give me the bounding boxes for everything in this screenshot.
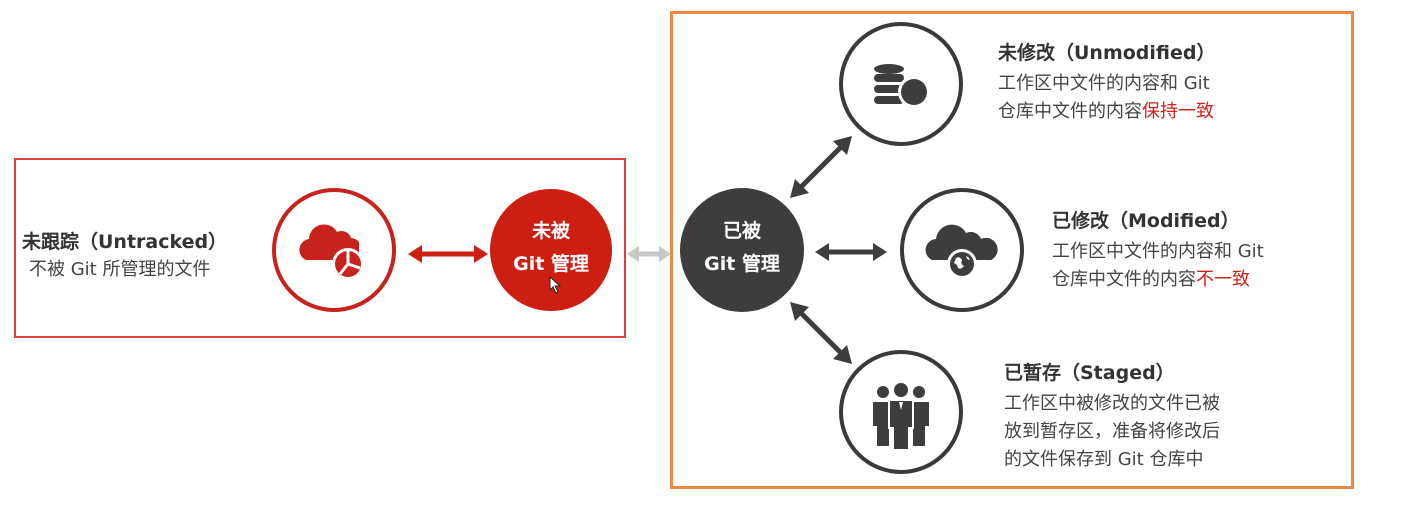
modified-highlight: 不一致 (1196, 269, 1250, 290)
managed-circle[interactable]: 已被 Git 管理 (680, 188, 804, 312)
arrow-to-unmodified (790, 136, 852, 198)
arrow-to-modified (815, 243, 887, 261)
modified-icon-circle (900, 188, 1024, 312)
not-managed-line1: 未被 (531, 220, 570, 242)
untracked-icon-circle (272, 188, 396, 312)
people-group-icon (873, 383, 929, 451)
modified-desc-line1: 工作区中文件的内容和 Git (1052, 241, 1264, 262)
managed-line1: 已被 (722, 220, 761, 242)
untracked-desc: 不被 Git 所管理的文件 (29, 259, 211, 280)
gray-double-arrow (627, 246, 671, 262)
staged-title: 已暂存（Staged） (1004, 362, 1175, 384)
cloud-globe-icon (925, 224, 998, 279)
cloud-chart-icon (299, 224, 364, 280)
unmodified-highlight: 保持一致 (1142, 101, 1214, 122)
staged-icon-circle (839, 350, 963, 474)
not-managed-line2: Git 管理 (513, 253, 589, 275)
arrow-to-staged (790, 302, 852, 364)
unmodified-title: 未修改（Unmodified） (998, 42, 1216, 64)
untracked-group-box (14, 158, 626, 338)
staged-desc-line2: 放到暂存区，准备将修改后 (1004, 421, 1220, 442)
untracked-title: 未跟踪（Untracked） (22, 231, 228, 253)
unmodified-desc-line1: 工作区中文件的内容和 Git (998, 73, 1210, 94)
mouse-cursor-icon (549, 275, 562, 294)
database-icon (874, 64, 930, 108)
staged-desc-line3: 的文件保存到 Git 仓库中 (1004, 449, 1204, 470)
unmodified-desc-line2: 仓库中文件的内容保持一致 (998, 101, 1214, 122)
red-double-arrow (408, 245, 488, 263)
tracked-group-box (670, 11, 1354, 489)
modified-title: 已修改（Modified） (1052, 210, 1240, 232)
staged-desc-line1: 工作区中被修改的文件已被 (1004, 393, 1220, 414)
managed-line2: Git 管理 (704, 253, 780, 275)
not-managed-circle[interactable]: 未被 Git 管理 (490, 189, 612, 311)
unmodified-icon-circle (839, 22, 963, 146)
modified-desc-line2: 仓库中文件的内容不一致 (1052, 269, 1250, 290)
